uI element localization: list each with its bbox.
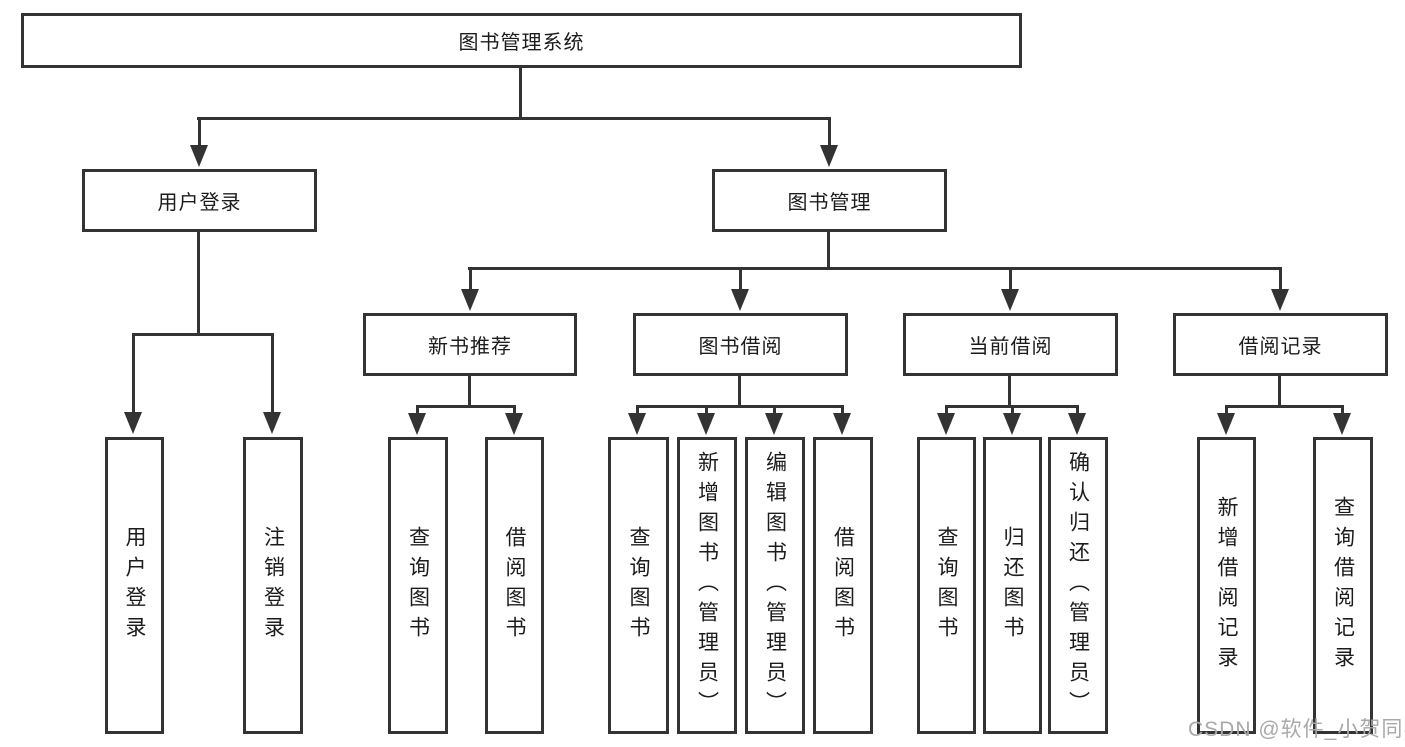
connector-root-branch: [197, 117, 830, 120]
arrow-to-leaf-user-login: [124, 333, 142, 434]
arrow-to-add-borrow-record: [1217, 405, 1235, 435]
node-user-login-label: 用户登录: [157, 192, 242, 214]
connector-management-stem: [827, 232, 830, 270]
arrow-to-query-books-2: [628, 405, 646, 435]
arrow-to-new-book-recommend: [461, 267, 479, 311]
connector-currentborrow-stem: [1008, 376, 1011, 408]
leaf-add-book-admin: 新增图书（管理员）: [677, 437, 737, 734]
connector-newbook-branch: [416, 405, 516, 408]
arrow-to-current-borrow: [1001, 267, 1019, 311]
leaf-confirm-return-admin: 确认归还（管理员）: [1048, 437, 1108, 734]
arrow-to-book-management: [820, 117, 838, 167]
leaf-add-book-admin-label: 新增图书（管理员）: [695, 450, 719, 721]
leaf-logout: 注销登录: [243, 437, 303, 734]
arrow-to-confirm-return: [1068, 405, 1086, 435]
node-system-root-label: 图书管理系统: [458, 32, 585, 54]
leaf-borrow-books-2: 借阅图书: [813, 437, 873, 734]
node-book-borrow: 图书借阅: [633, 313, 848, 376]
leaf-borrow-books-2-label: 借阅图书: [831, 525, 855, 646]
node-book-management: 图书管理: [712, 169, 947, 232]
arrow-to-borrow-books-2: [833, 405, 851, 435]
arrow-to-query-borrow-record: [1333, 405, 1351, 435]
node-current-borrow-label: 当前借阅: [968, 336, 1053, 358]
leaf-query-books-2-label: 查询图书: [627, 525, 650, 646]
arrow-to-book-borrow: [731, 267, 749, 311]
arrow-to-borrow-books-1: [505, 405, 523, 435]
leaf-query-books-3-label: 查询图书: [935, 525, 958, 646]
leaf-return-book: 归还图书: [983, 437, 1042, 734]
connector-management-branch: [468, 267, 1281, 270]
leaf-query-books-3: 查询图书: [917, 437, 976, 734]
connector-login-branch: [132, 333, 274, 336]
node-current-borrow: 当前借阅: [903, 313, 1118, 376]
leaf-query-borrow-record: 查询借阅记录: [1313, 437, 1373, 734]
leaf-borrow-books-1-label: 借阅图书: [503, 525, 526, 646]
node-user-login: 用户登录: [82, 169, 317, 232]
arrow-to-query-books-1: [408, 405, 426, 435]
connector-records-branch: [1225, 405, 1344, 408]
arrow-to-borrow-records: [1271, 267, 1289, 311]
arrow-to-user-login: [190, 117, 208, 167]
leaf-logout-label: 注销登录: [261, 525, 285, 646]
leaf-query-borrow-record-label: 查询借阅记录: [1331, 495, 1355, 676]
leaf-edit-book-admin: 编辑图书（管理员）: [745, 437, 805, 734]
leaf-borrow-books-1: 借阅图书: [485, 437, 544, 734]
node-new-book-recommend-label: 新书推荐: [428, 336, 512, 358]
connector-bookborrow-branch: [636, 405, 844, 408]
leaf-user-login: 用户登录: [105, 437, 164, 734]
leaf-add-borrow-record: 新增借阅记录: [1197, 437, 1256, 734]
node-book-borrow-label: 图书借阅: [698, 336, 783, 358]
connector-bookborrow-stem: [738, 376, 741, 408]
leaf-edit-book-admin-label: 编辑图书（管理员）: [763, 450, 787, 721]
connector-root-stem: [519, 68, 522, 120]
leaf-query-books-1: 查询图书: [388, 437, 448, 734]
node-borrow-records: 借阅记录: [1173, 313, 1388, 376]
node-borrow-records-label: 借阅记录: [1238, 336, 1323, 358]
leaf-query-books-1-label: 查询图书: [406, 525, 430, 646]
leaf-confirm-return-admin-label: 确认归还（管理员）: [1066, 450, 1090, 721]
connector-login-stem: [197, 232, 200, 336]
node-system-root: 图书管理系统: [21, 13, 1022, 68]
arrow-to-add-book: [697, 405, 715, 435]
connector-records-stem: [1278, 376, 1281, 408]
node-book-management-label: 图书管理: [787, 192, 872, 214]
connector-newbook-stem: [468, 376, 471, 408]
arrow-to-return-book: [1003, 405, 1021, 435]
leaf-query-books-2: 查询图书: [608, 437, 669, 734]
node-new-book-recommend: 新书推荐: [363, 313, 577, 376]
leaf-add-borrow-record-label: 新增借阅记录: [1215, 495, 1238, 676]
leaf-return-book-label: 归还图书: [1001, 525, 1024, 646]
csdn-watermark: CSDN @软件_小贺同学: [1188, 718, 1405, 741]
arrow-to-edit-book: [765, 405, 783, 435]
arrow-to-leaf-logout: [263, 333, 281, 434]
arrow-to-query-books-3: [937, 405, 955, 435]
leaf-user-login-label: 用户登录: [123, 525, 146, 646]
